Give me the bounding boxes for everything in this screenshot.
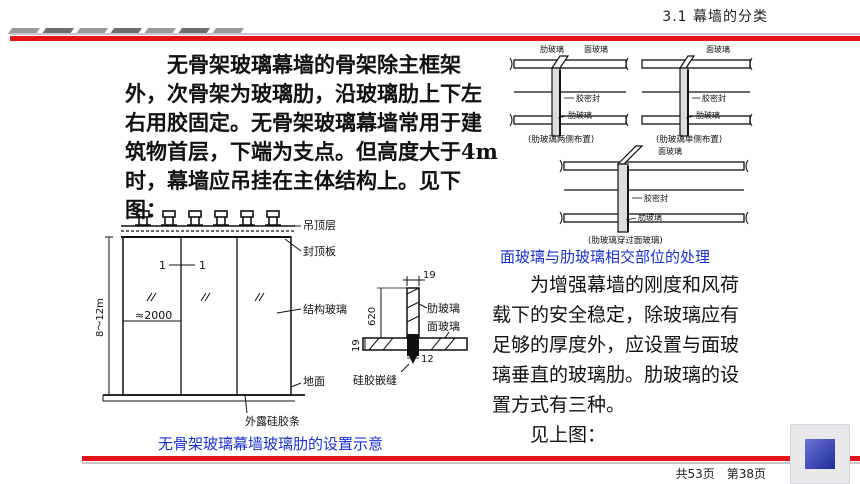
nav-square-icon [805, 439, 835, 469]
detail-label-rib-glass: 肋玻璃 [427, 301, 460, 315]
fig2-label-sealant: 胶密封 [702, 93, 726, 103]
footer-divider-red [82, 456, 860, 461]
figure-left-caption: 无骨架玻璃幕墙玻璃肋的设置示意 [158, 435, 384, 453]
figure-rib-arrangements: 肋玻璃 面玻璃 胶密封 肋玻璃 (肋玻璃两侧布置) 面玻璃 胶密封 肋玻璃 (肋… [509, 44, 753, 246]
figure-right-caption: 面玻璃与肋玻璃相交部位的处理 [500, 248, 711, 266]
header-divider-red [10, 36, 860, 41]
label-ground: 地面 [303, 375, 325, 388]
fig2-subcaption: (肋玻璃单侧布置) [656, 134, 722, 145]
current-page: 第38页 [726, 467, 766, 481]
dim-19-side: 19 [351, 339, 362, 352]
detail-label-face-glass: 面玻璃 [427, 319, 460, 333]
hanger-row [135, 210, 281, 226]
fig3-label-sealant: 胶密封 [644, 193, 668, 203]
height-label: 8～12m [95, 298, 106, 337]
ribs-paragraph: 为增强幕墙的刚度和风荷载下的安全稳定，除玻璃应有足够的厚度外，应设置与面玻璃垂直… [492, 270, 754, 450]
fig1-label-face-glass: 面玻璃 [584, 44, 608, 54]
dim-19-top: 19 [423, 270, 436, 281]
intro-text: 无骨架玻璃幕墙的骨架除主框架外，次骨架为玻璃肋，沿玻璃肋上下左右用胶固定。无骨架… [125, 52, 498, 222]
diagram-both-sides: 肋玻璃 面玻璃 胶密封 肋玻璃 (肋玻璃两侧布置) [509, 44, 629, 145]
page-info: 共53页 第38页 [675, 465, 766, 482]
diagram-through: 面玻璃 胶密封 肋玻璃 (肋玻璃穿过面玻璃) [559, 145, 749, 246]
footer-divider-thin [82, 462, 860, 464]
label-exposed-sealant: 外露硅胶条 [245, 414, 300, 428]
detail-label-silicone-joint: 硅胶嵌缝 [353, 373, 397, 387]
fig3-subcaption: (肋玻璃穿过面玻璃) [588, 235, 663, 246]
see-above-text: 见上图： [530, 424, 607, 446]
label-structural-glass: 结构玻璃 [303, 302, 347, 316]
section-mark-a: 1 [159, 259, 166, 272]
fig1-label-rib-glass-b: 肋玻璃 [568, 110, 592, 120]
figure-detail: 19 620 19 12 肋玻璃 面玻璃 硅胶嵌缝 [351, 270, 468, 387]
figure-elevation: 1 1 ≈2000 8～12m 吊顶层 封顶板 结构玻璃 地面 外露硅胶条 [95, 210, 347, 428]
fig1-label-rib-glass: 肋玻璃 [540, 44, 564, 54]
header-divider-thin [10, 33, 860, 35]
fig1-subcaption: (肋玻璃两侧布置) [528, 134, 594, 145]
fig1-label-sealant: 胶密封 [576, 93, 600, 103]
fig3-label-rib-glass: 肋玻璃 [638, 212, 662, 222]
diagram-single-side: 面玻璃 胶密封 肋玻璃 (肋玻璃单侧布置) [641, 44, 753, 145]
ribs-text: 为增强幕墙的刚度和风荷载下的安全稳定，除玻璃应有足够的厚度外，应设置与面玻璃垂直… [492, 274, 740, 416]
section-mark-b: 1 [199, 259, 206, 272]
dim-620: 620 [367, 307, 378, 326]
total-pages: 共53页 [675, 467, 715, 481]
intro-paragraph: 无骨架玻璃幕墙的骨架除主框架外，次骨架为玻璃肋，沿玻璃肋上下左右用胶固定。无骨架… [125, 50, 500, 224]
chapter-title: 3.1 幕墙的分类 [662, 9, 768, 25]
header-bar: 3.1 幕墙的分类 [0, 0, 860, 41]
fig3-label-face-glass: 面玻璃 [658, 146, 682, 156]
width-label: ≈2000 [135, 309, 172, 322]
dim-12: 12 [421, 354, 434, 365]
label-ceiling-board: 封顶板 [303, 244, 336, 258]
fig2-label-face-glass: 面玻璃 [706, 44, 730, 54]
slide-nav-button[interactable] [790, 424, 850, 484]
fig2-label-rib-glass: 肋玻璃 [696, 110, 720, 120]
label-hanging-layer: 吊顶层 [303, 219, 336, 232]
